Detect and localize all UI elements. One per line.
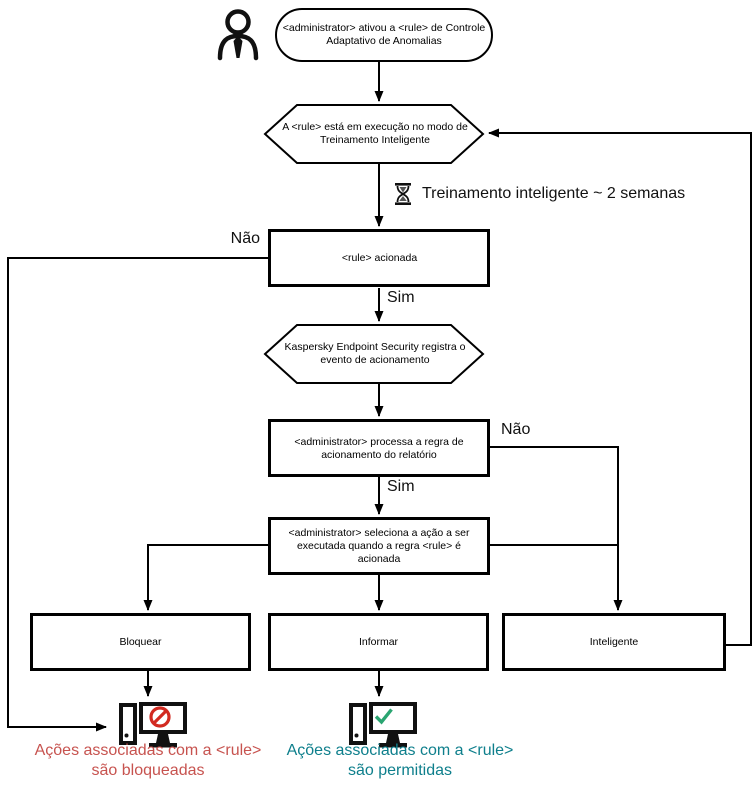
admin-processes-shape: [268, 419, 490, 477]
blocked-result-label: Ações associadas com a <rule> são bloque…: [34, 742, 262, 779]
person-icon: [217, 9, 259, 61]
rule-triggered-label: <rule> acionada: [341, 252, 418, 264]
start-shape: [275, 8, 493, 62]
allowed-result-label: Ações associadas com a <rule> são permit…: [286, 742, 514, 779]
admin-processes-label: <administrator> processa a regra de acio…: [294, 435, 464, 461]
computer-blocked-icon: [119, 702, 187, 748]
prohibit-icon: [149, 706, 171, 728]
hourglass-icon: [395, 183, 411, 205]
training-mode-label: A <rule> está em execução no modo de Tre…: [282, 121, 468, 146]
action-smart-shape: [502, 613, 726, 671]
start-node-label: <administrator> ativou a <rule> de Contr…: [282, 22, 486, 47]
admin-selects-shape: [268, 517, 490, 575]
admin-selects-label: <administrator> seleciona a ação a ser e…: [288, 527, 470, 565]
training-duration-note: Treinamento inteligente ~ 2 semanas: [393, 181, 685, 207]
action-inform-label: Informar: [358, 636, 399, 648]
action-block-label: Bloquear: [119, 636, 162, 648]
computer-allowed-icon: [349, 702, 417, 748]
edge-label-rule-no: Não: [230, 230, 260, 247]
edge-rule-no-loop: [7, 257, 268, 732]
kes-registers-label: Kaspersky Endpoint Security registra o e…: [284, 341, 466, 366]
edge-process-no-to-smart: [490, 446, 623, 611]
flowchart-shapes: [30, 8, 726, 671]
action-block-shape: [30, 613, 251, 671]
edge-smart-loop-back: [488, 128, 752, 646]
check-icon: [374, 708, 393, 725]
edge-label-process-yes: Sim: [387, 478, 415, 495]
action-smart-label: Inteligente: [589, 636, 639, 648]
flowchart-connectors: [7, 62, 752, 732]
action-inform-shape: [268, 613, 489, 671]
kes-registers-shape: [263, 324, 485, 384]
edge-label-process-no: Não: [501, 421, 531, 438]
edge-select-to-block: [143, 544, 268, 611]
training-duration-text: Treinamento inteligente ~ 2 semanas: [422, 185, 686, 202]
training-mode-shape: [263, 104, 485, 164]
rule-triggered-shape: [268, 229, 490, 287]
edge-label-rule-yes: Sim: [387, 289, 415, 306]
